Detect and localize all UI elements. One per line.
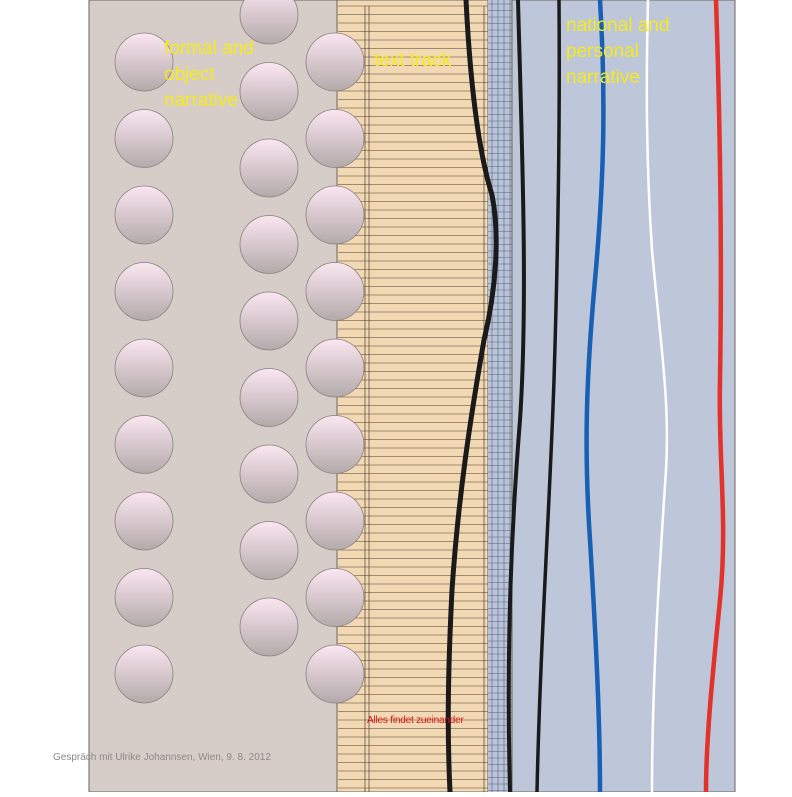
text-track-label: text track: [374, 50, 452, 71]
national-personal-narrative-label: national and personal narrative: [566, 15, 670, 88]
narrative-circle: [239, 521, 299, 580]
narrative-circle: [114, 262, 174, 321]
narrative-circle: [305, 491, 365, 551]
national-personal-narrative-panel: [511, 0, 736, 793]
narrative-circle: [239, 597, 299, 657]
narrative-circle: [305, 415, 365, 474]
narrative-circle: [114, 338, 174, 398]
circle-column-left: [114, 32, 174, 704]
narrative-circle: [305, 338, 365, 398]
narrative-circle: [114, 185, 174, 245]
credit-caption: Gespräch mit Ulrike Johannsen, Wien, 9. …: [53, 752, 271, 763]
narrative-circle: [114, 109, 174, 168]
narrative-circle: [114, 491, 174, 551]
narrative-white-line: [645, 0, 669, 793]
narrative-circle: [305, 185, 365, 245]
narrative-circle: [114, 568, 174, 627]
circle-column-right: [305, 32, 365, 704]
narrative-circle: [239, 444, 299, 504]
narrative-circle: [305, 32, 365, 92]
narrative-circle: [239, 215, 299, 274]
narrative-circle: [239, 368, 299, 427]
narrative-circle: [305, 644, 365, 704]
narrative-circle: [239, 0, 299, 45]
narrative-black-line-2: [535, 0, 562, 793]
narrative-blue-line: [584, 0, 606, 793]
text-track-curve-line: [445, 0, 499, 795]
narrative-red-line: [703, 0, 726, 793]
narrative-circle: [305, 109, 365, 168]
narrative-circle: [114, 32, 174, 92]
narrative-circle: [114, 644, 174, 704]
narrative-circle: [305, 568, 365, 627]
narrative-circle: [305, 262, 365, 321]
formal-object-narrative-label: formal and object narrative: [164, 38, 254, 111]
narrative-black-line-1: [506, 0, 526, 793]
narrative-circle: [114, 415, 174, 474]
narrative-circle: [239, 138, 299, 198]
grid-lines: [488, 0, 512, 792]
narrative-circle: [239, 62, 299, 121]
text-track-lines: [338, 5, 488, 792]
alles-findet-zueinander-label: Alles findet zueinander: [367, 715, 464, 726]
circle-column-middle: [239, 0, 299, 657]
narrative-circle: [239, 291, 299, 351]
